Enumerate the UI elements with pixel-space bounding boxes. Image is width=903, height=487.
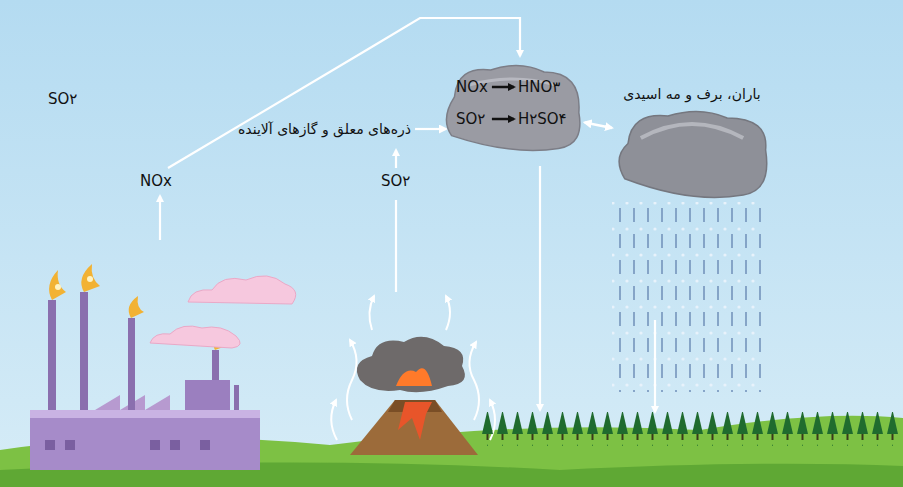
chemical-formula: NOx bbox=[456, 78, 488, 96]
gas-formula: SO۲ bbox=[381, 172, 410, 190]
chemical-formula: H۲SO۴ bbox=[518, 110, 567, 128]
reaction-cloud: NOx HNO۳SO۲ H۲SO۴ bbox=[440, 62, 585, 154]
flow-arrow bbox=[415, 128, 446, 130]
rain-cloud: باران، برف و مه اسیدی bbox=[612, 86, 772, 202]
pollutant-label: ذره‌های معلق و گازهای آلاینده bbox=[238, 121, 411, 137]
chemical-formula: SO۲ bbox=[456, 110, 485, 128]
cloud-outline bbox=[612, 86, 772, 202]
chemical-formula: HNO۳ bbox=[518, 78, 560, 96]
gas-formula: SO۲ bbox=[48, 90, 77, 108]
double-arrow bbox=[585, 122, 612, 127]
cloud-outline bbox=[440, 62, 585, 154]
reaction-arrow bbox=[492, 118, 514, 121]
gas-formula: NOx bbox=[140, 172, 172, 190]
reaction-arrow bbox=[492, 86, 514, 89]
cloud-heading: باران، برف و مه اسیدی bbox=[623, 86, 760, 102]
